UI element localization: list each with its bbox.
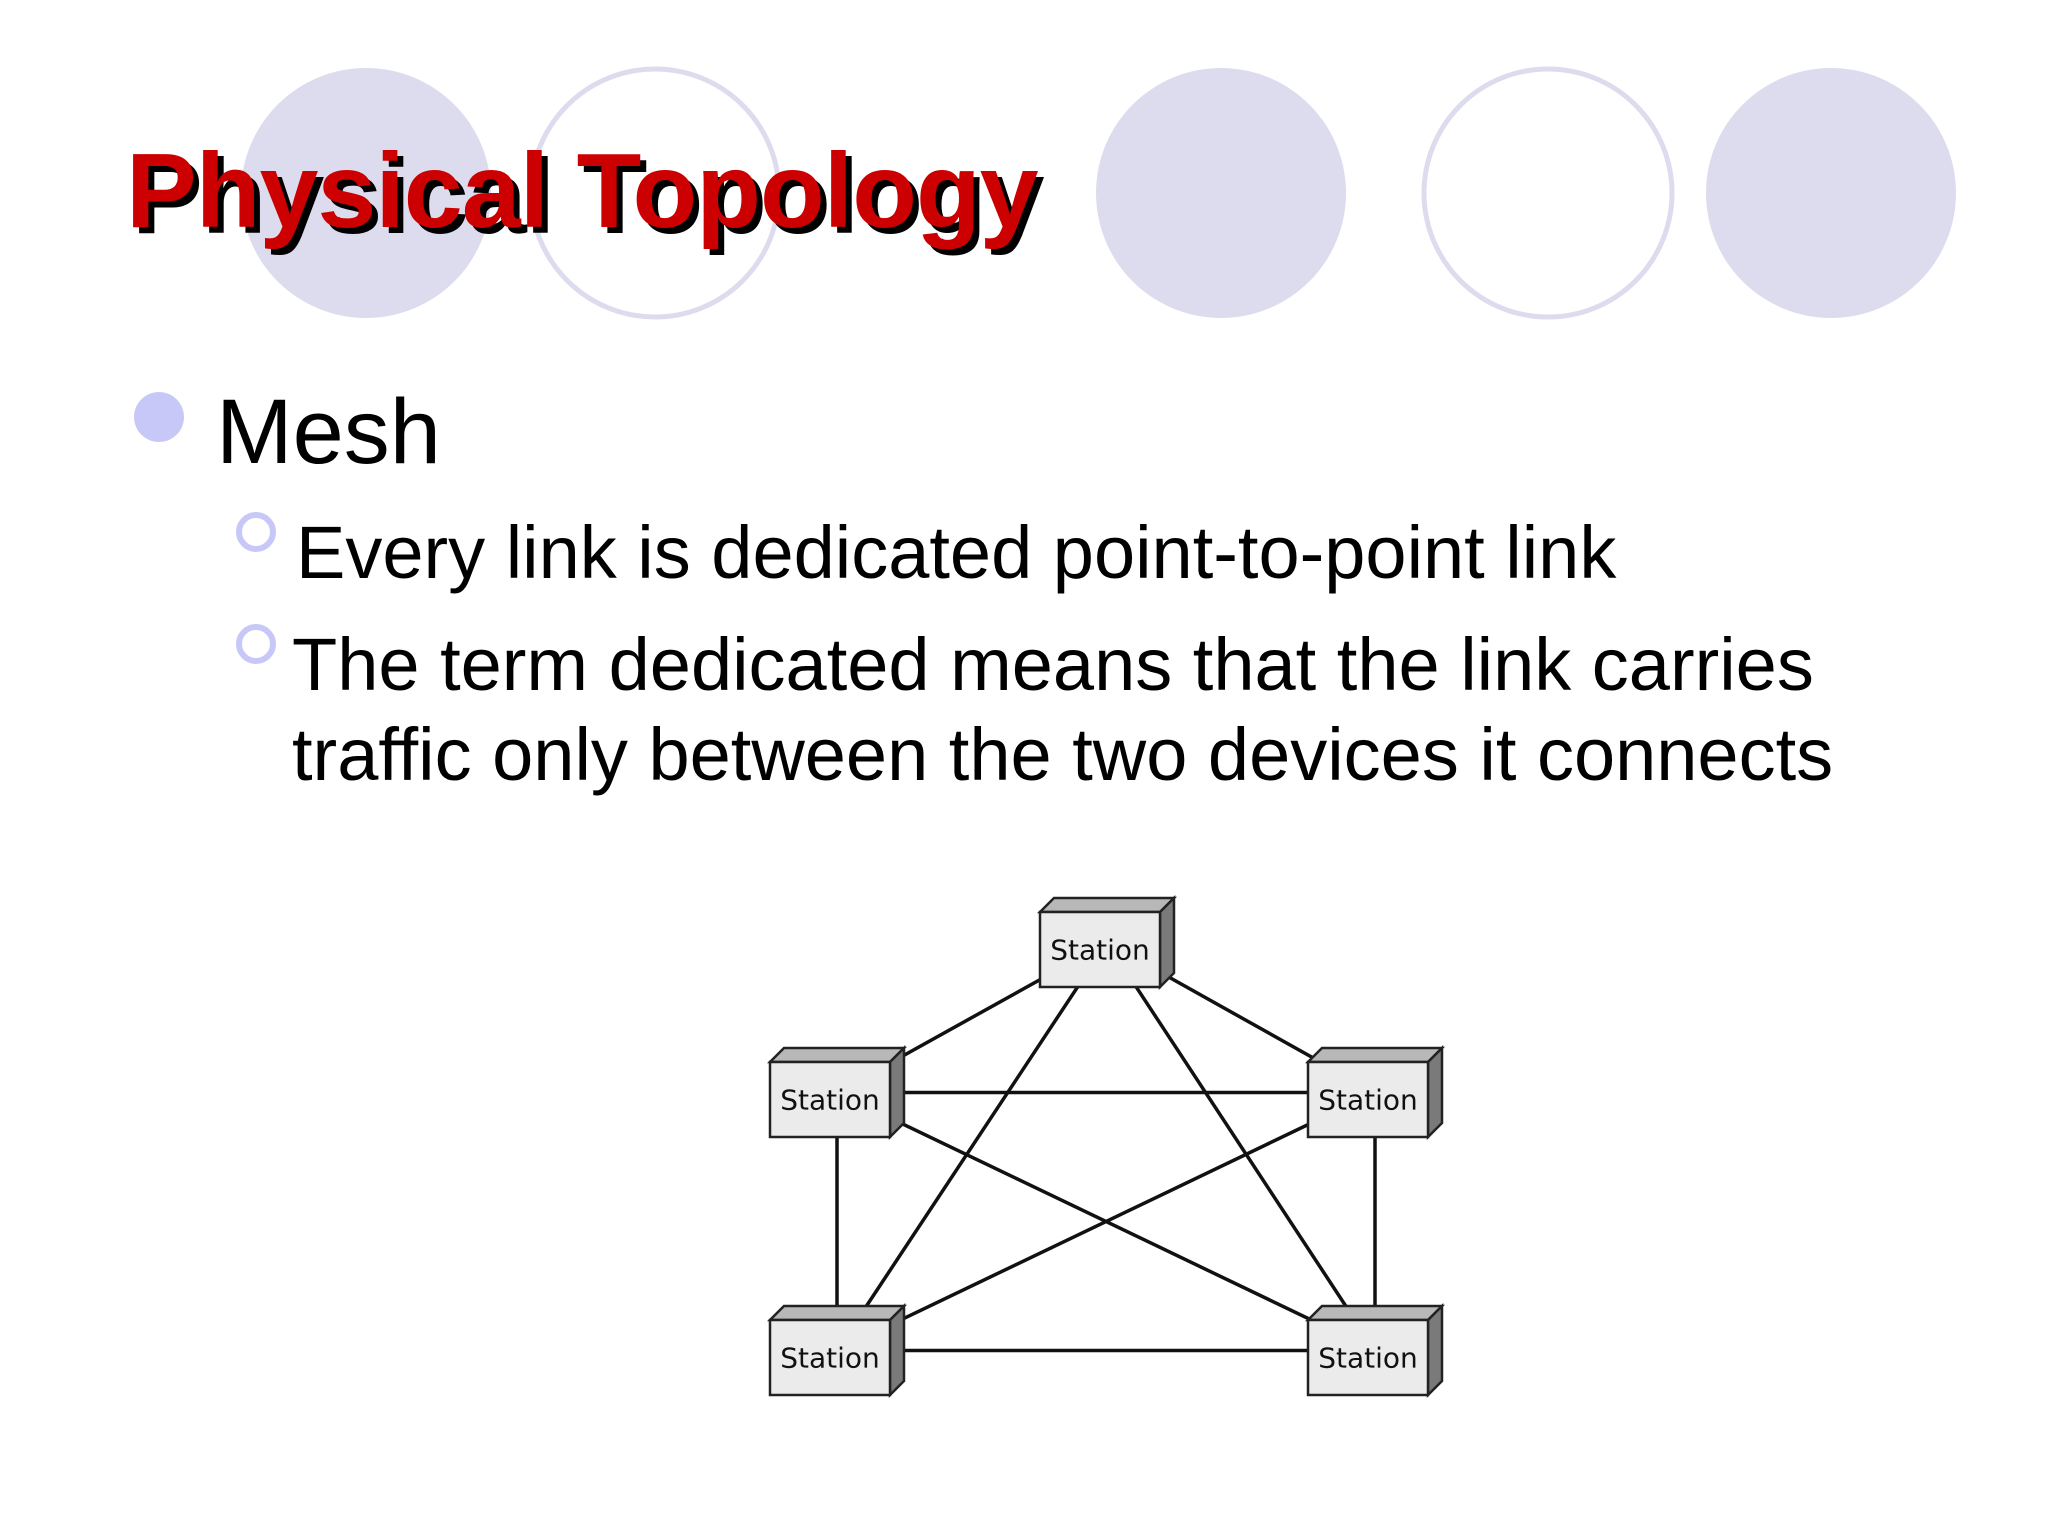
station-label: Station [1318, 1084, 1418, 1117]
bullet-text-mesh: Mesh [216, 381, 441, 483]
station-top-face [1304, 1046, 1446, 1064]
station-label: Station [1318, 1342, 1418, 1375]
station-box-left: Station [766, 1044, 908, 1141]
station-top-face [1304, 1304, 1446, 1322]
station-side-face [888, 1044, 906, 1141]
station-box-right: Station [1304, 1044, 1446, 1141]
station-side-face [1426, 1044, 1444, 1141]
link-top-bottom-left [835, 941, 1109, 1352]
station-side-face [1426, 1302, 1444, 1399]
sub-bullet-text-1: Every link is dedicated point-to-point l… [296, 511, 1617, 594]
slide-title: Physical Topology [126, 132, 1039, 250]
link-top-bottom-right [1105, 941, 1377, 1352]
sub-bullet-ring-icon [236, 624, 276, 664]
station-front-face [768, 1060, 892, 1139]
station-top-face [1036, 896, 1178, 914]
station-top-face [766, 1046, 908, 1064]
station-box-top: Station [1036, 894, 1178, 991]
bullet-disc-icon [134, 392, 184, 442]
station-front-face [1306, 1060, 1430, 1139]
link-right-bottom-left [836, 1090, 1376, 1353]
station-side-face [888, 1302, 906, 1399]
station-top-face [766, 1304, 908, 1322]
station-label: Station [780, 1084, 880, 1117]
mesh-links [835, 940, 1377, 1353]
station-box-bottom-right: Station [1304, 1302, 1446, 1399]
deco-circle-4 [1421, 66, 1675, 320]
station-front-face [1306, 1318, 1430, 1397]
station-label: Station [780, 1342, 880, 1375]
station-front-face [1038, 910, 1162, 989]
deco-circle-1 [241, 68, 491, 318]
station-box-bottom-left: Station [766, 1302, 908, 1399]
deco-circle-5 [1706, 68, 1956, 318]
sub-bullet-text-2: The term dedicated means that the link c… [292, 623, 1834, 796]
deco-circle-2 [528, 66, 782, 320]
station-label: Station [1050, 934, 1150, 967]
station-front-face [768, 1318, 892, 1397]
decorative-circles [241, 66, 1956, 320]
deco-circle-3 [1096, 68, 1346, 318]
sub-bullet-ring-icon [236, 512, 276, 552]
station-side-face [1158, 894, 1176, 991]
